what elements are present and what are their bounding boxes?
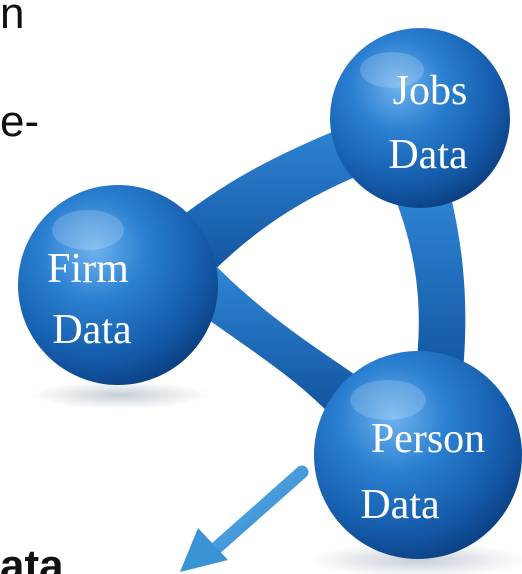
jobs-data-node (330, 28, 510, 208)
pointer-arrow-icon (180, 465, 309, 572)
person-node-highlight (350, 380, 426, 420)
firm-data-node (18, 185, 218, 385)
firm-node-label-line-1: Firm (47, 246, 129, 292)
cropped-text-line-2: e- (0, 97, 40, 146)
connector-firm-person (195, 265, 370, 425)
jobs-node-label-line-1: Jobs (393, 68, 468, 114)
person-data-node (314, 351, 522, 559)
jobs-node-label-line-2: Data (388, 132, 468, 178)
person-node-label-line-2: Data (360, 482, 440, 528)
jobs-node-highlight (360, 52, 424, 88)
firm-node-highlight (52, 210, 124, 250)
person-node-label-line-1: Person (371, 416, 485, 462)
cropped-text-line-1: n (0, 0, 25, 38)
firm-node-label-line-2: Data (52, 307, 132, 353)
cropped-text-line-3: ata (0, 541, 64, 574)
connector-jobs-person (392, 185, 466, 400)
firm-node-shadow (30, 381, 210, 409)
connector-firm-jobs (170, 120, 385, 290)
